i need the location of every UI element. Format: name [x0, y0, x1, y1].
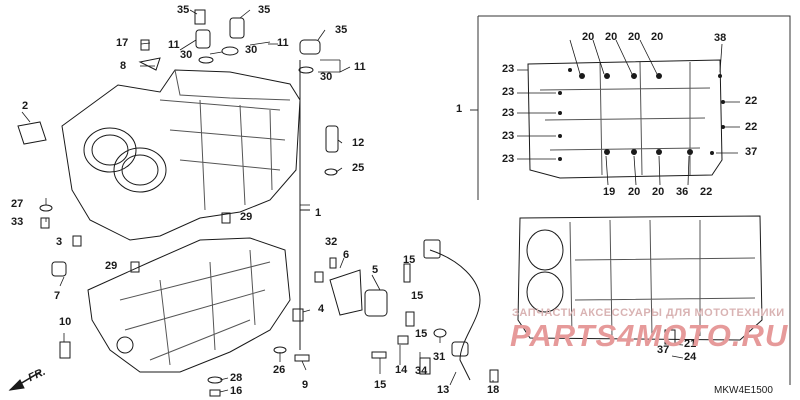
callout-20: 20	[628, 31, 641, 43]
callout-12: 12	[352, 137, 365, 149]
callout-19: 19	[603, 186, 616, 198]
callout-30: 30	[245, 44, 258, 56]
callout-34: 34	[415, 365, 428, 377]
right-bottom-view	[517, 215, 763, 341]
callout-15: 15	[374, 379, 387, 391]
callout-35: 35	[335, 24, 348, 36]
callout-37: 37	[745, 146, 758, 158]
cover-2-shape	[17, 121, 47, 145]
callout-8: 8	[120, 60, 127, 72]
watermark-logo: PARTS4MOTO.RU	[510, 318, 789, 353]
callout-2: 2	[22, 100, 29, 112]
callout-22: 22	[745, 95, 758, 107]
callout-37: 37	[657, 344, 670, 356]
upper-crankcase-outline	[61, 69, 301, 241]
right-top-view	[527, 59, 723, 179]
callout-28: 28	[230, 372, 243, 384]
lower-crankcase-outline	[87, 237, 291, 373]
callout-32: 32	[325, 236, 338, 248]
callout-15: 15	[415, 328, 428, 340]
callout-1: 1	[456, 103, 463, 115]
callout-10: 10	[59, 316, 72, 328]
callout-22: 22	[745, 121, 758, 133]
sensor-12-shape	[325, 125, 339, 153]
callout-11: 11	[277, 37, 289, 49]
callout-13: 13	[437, 384, 450, 396]
callout-35: 35	[258, 4, 271, 16]
callout-38: 38	[714, 32, 727, 44]
callout-27: 27	[11, 198, 24, 210]
callout-4: 4	[318, 303, 325, 315]
callout-20: 20	[605, 31, 618, 43]
right-view-frame	[478, 15, 791, 385]
callout-6: 6	[343, 249, 350, 261]
callout-14: 14	[395, 364, 408, 376]
switch-shape	[229, 17, 245, 39]
callout-25: 25	[352, 162, 365, 174]
callout-17: 17	[116, 37, 129, 49]
callout-1: 1	[315, 207, 322, 219]
callout-23: 23	[502, 130, 515, 142]
callout-20: 20	[628, 186, 641, 198]
callout-7: 7	[54, 290, 61, 302]
callout-30: 30	[180, 49, 193, 61]
callout-23: 23	[502, 153, 515, 165]
callout-29: 29	[105, 260, 118, 272]
callout-23: 23	[502, 107, 515, 119]
callout-30: 30	[320, 71, 333, 83]
callout-5: 5	[372, 264, 379, 276]
callout-36: 36	[676, 186, 689, 198]
callout-31: 31	[433, 351, 446, 363]
callout-11: 11	[354, 61, 366, 73]
callout-22: 22	[700, 186, 713, 198]
bolt-35a-shape	[194, 9, 206, 25]
cylinder-bores	[83, 127, 167, 193]
callout-20: 20	[652, 186, 665, 198]
callout-16: 16	[230, 385, 243, 397]
callout-20: 20	[582, 31, 595, 43]
callout-23: 23	[502, 63, 515, 75]
sensor-harness	[429, 249, 481, 381]
callout-29: 29	[240, 211, 253, 223]
part-code: MKW4E1500	[714, 385, 773, 396]
callout-9: 9	[302, 379, 309, 391]
callout-20: 20	[651, 31, 664, 43]
callout-15: 15	[411, 290, 424, 302]
callout-11: 11	[168, 39, 180, 51]
callout-21: 21	[684, 338, 697, 350]
callout-23: 23	[502, 86, 515, 98]
callout-35: 35	[177, 4, 190, 16]
watermark-tagline: ЗАПЧАСТИ АКСЕССУАРЫ ДЛЯ МОТОТЕХНИКИ	[512, 307, 785, 319]
callout-26: 26	[273, 364, 286, 376]
callout-24: 24	[684, 351, 697, 363]
callout-33: 33	[11, 216, 24, 228]
callout-3: 3	[56, 236, 63, 248]
callout-18: 18	[487, 384, 500, 396]
callout-15: 15	[403, 254, 416, 266]
